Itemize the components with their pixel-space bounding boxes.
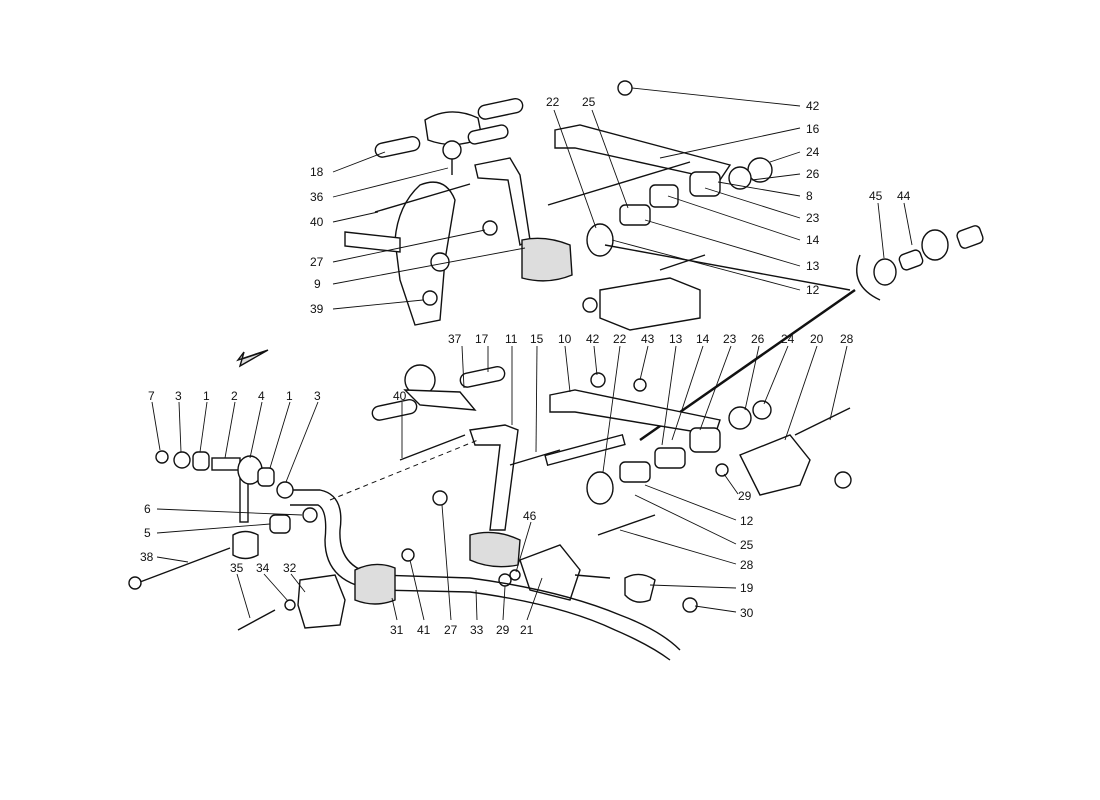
callout-46: 46 (523, 509, 537, 523)
callout-18: 18 (310, 165, 324, 179)
callout-10: 10 (558, 332, 572, 346)
callout-44: 44 (897, 189, 911, 203)
callout-14: 14 (696, 332, 710, 346)
callout-19: 19 (740, 581, 754, 595)
callout-40: 40 (393, 389, 407, 403)
callout-28: 28 (740, 558, 754, 572)
callout-25: 25 (740, 538, 754, 552)
callout-36: 36 (310, 190, 324, 204)
callout-5: 5 (144, 526, 151, 540)
callout-25: 25 (582, 95, 596, 109)
callout-29: 29 (496, 623, 510, 637)
callout-11: 11 (505, 332, 518, 346)
callout-20: 20 (810, 332, 824, 346)
callout-7: 7 (148, 389, 155, 403)
callout-26: 26 (806, 167, 820, 181)
callout-1: 1 (203, 389, 210, 403)
callouts-left: 7 3 1 2 4 1 3 40 6 5 38 35 34 32 46 31 4… (140, 389, 543, 637)
callouts-top: 18 36 40 27 9 39 22 25 42 16 24 26 8 23 … (310, 87, 913, 316)
callout-2: 2 (231, 389, 238, 403)
callout-33: 33 (470, 623, 484, 637)
callout-4: 4 (258, 389, 265, 403)
callout-32: 32 (283, 561, 297, 575)
callout-1b: 1 (286, 389, 293, 403)
callout-39: 39 (310, 302, 324, 316)
callout-13: 13 (669, 332, 683, 346)
callout-14: 14 (806, 233, 820, 247)
callout-40: 40 (310, 215, 324, 229)
callout-12: 12 (806, 283, 820, 297)
callout-26: 26 (751, 332, 765, 346)
callout-42: 42 (806, 99, 820, 113)
callout-42: 42 (586, 332, 600, 346)
callout-27: 27 (444, 623, 458, 637)
parts-artwork (128, 80, 984, 661)
callout-21: 21 (520, 623, 534, 637)
callout-29: 29 (738, 489, 752, 503)
callout-13: 13 (806, 259, 820, 273)
callout-37: 37 (448, 332, 462, 346)
callouts-middle: 37 17 11 15 10 42 22 43 13 14 23 26 24 2… (448, 332, 854, 620)
callout-6: 6 (144, 502, 151, 516)
callout-9: 9 (314, 277, 321, 291)
callout-16: 16 (806, 122, 820, 136)
callout-30: 30 (740, 606, 754, 620)
callout-43: 43 (641, 332, 655, 346)
callout-23: 23 (806, 211, 820, 225)
callout-34: 34 (256, 561, 270, 575)
callout-17: 17 (475, 332, 489, 346)
callout-27: 27 (310, 255, 324, 269)
callout-22: 22 (546, 95, 560, 109)
direction-arrow-icon (236, 349, 269, 368)
callout-31: 31 (390, 623, 404, 637)
callout-23: 23 (723, 332, 737, 346)
callout-38: 38 (140, 550, 154, 564)
callout-41: 41 (417, 623, 431, 637)
callout-12: 12 (740, 514, 754, 528)
callout-24: 24 (781, 332, 795, 346)
callout-3: 3 (175, 389, 182, 403)
callout-24: 24 (806, 145, 820, 159)
callout-22: 22 (613, 332, 627, 346)
callout-45: 45 (869, 189, 883, 203)
callout-3b: 3 (314, 389, 321, 403)
callout-35: 35 (230, 561, 244, 575)
callout-28: 28 (840, 332, 854, 346)
callout-15: 15 (530, 332, 544, 346)
callout-8: 8 (806, 189, 813, 203)
